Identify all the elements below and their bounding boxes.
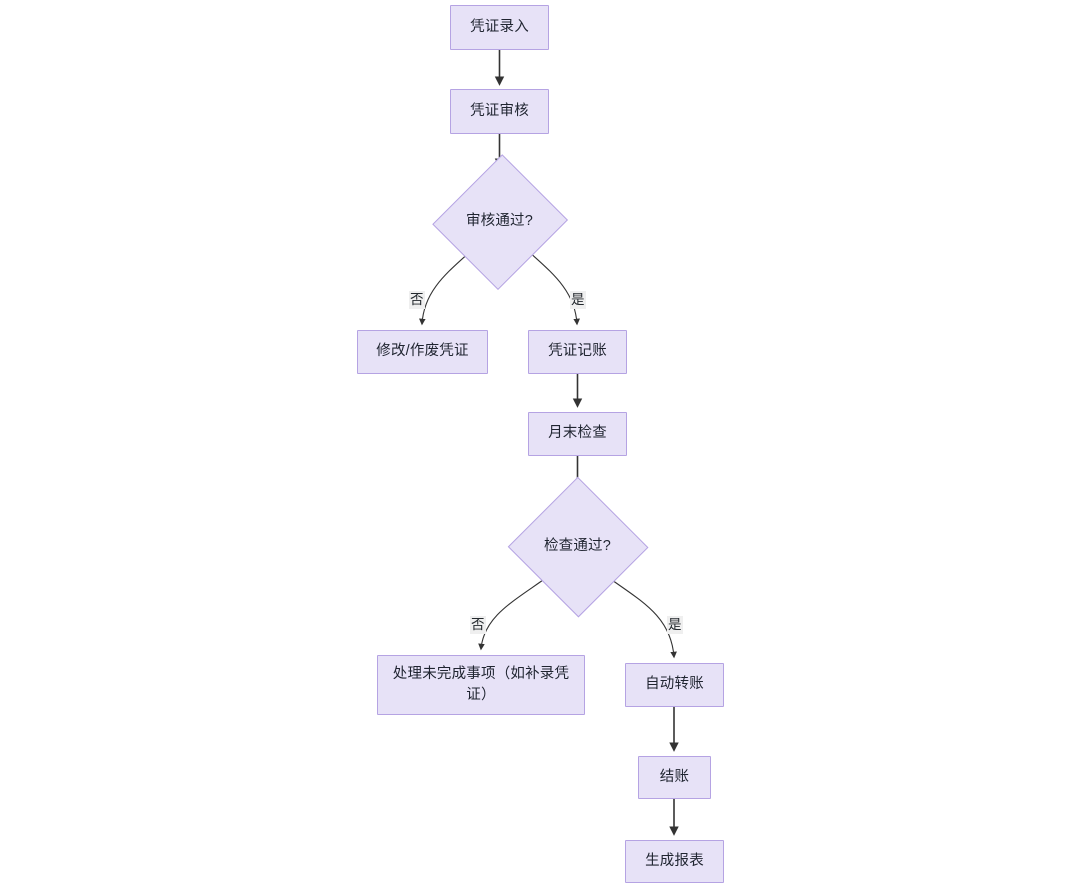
node-label: 修改/作废凭证 (376, 343, 469, 360)
node-check-passed-decision[interactable]: 检查通过? (507, 476, 648, 618)
node-auto-transfer[interactable]: 自动转账 (625, 663, 724, 707)
edge-label-no-check: 否 (470, 616, 486, 634)
node-voucher-entry[interactable]: 凭证录入 (450, 5, 549, 50)
node-label: 自动转账 (645, 676, 704, 693)
node-label: 凭证审核 (470, 102, 529, 119)
node-handle-pending-items[interactable]: 处理未完成事项（如补录凭证） (377, 655, 585, 715)
node-modify-or-void-voucher[interactable]: 修改/作废凭证 (357, 330, 488, 374)
node-label: 结账 (659, 768, 690, 785)
node-voucher-posting[interactable]: 凭证记账 (528, 330, 627, 374)
node-label: 凭证记账 (548, 343, 607, 360)
edge-label-no-review: 否 (409, 291, 425, 309)
node-label: 月末检查 (548, 425, 607, 442)
node-month-end-check[interactable]: 月末检查 (528, 412, 627, 456)
edge-label-yes-check: 是 (667, 616, 683, 634)
node-label: 凭证录入 (470, 18, 529, 35)
node-label: 审核通过? (465, 213, 534, 230)
edge-label-yes-review: 是 (570, 291, 586, 309)
node-generate-report[interactable]: 生成报表 (625, 840, 724, 883)
node-label: 检查通过? (543, 538, 612, 555)
node-label: 生成报表 (645, 852, 704, 869)
node-review-passed-decision[interactable]: 审核通过? (431, 152, 568, 292)
node-close-account[interactable]: 结账 (638, 756, 711, 799)
node-voucher-review[interactable]: 凭证审核 (450, 89, 549, 134)
node-label: 处理未完成事项（如补录凭证） (392, 665, 570, 703)
